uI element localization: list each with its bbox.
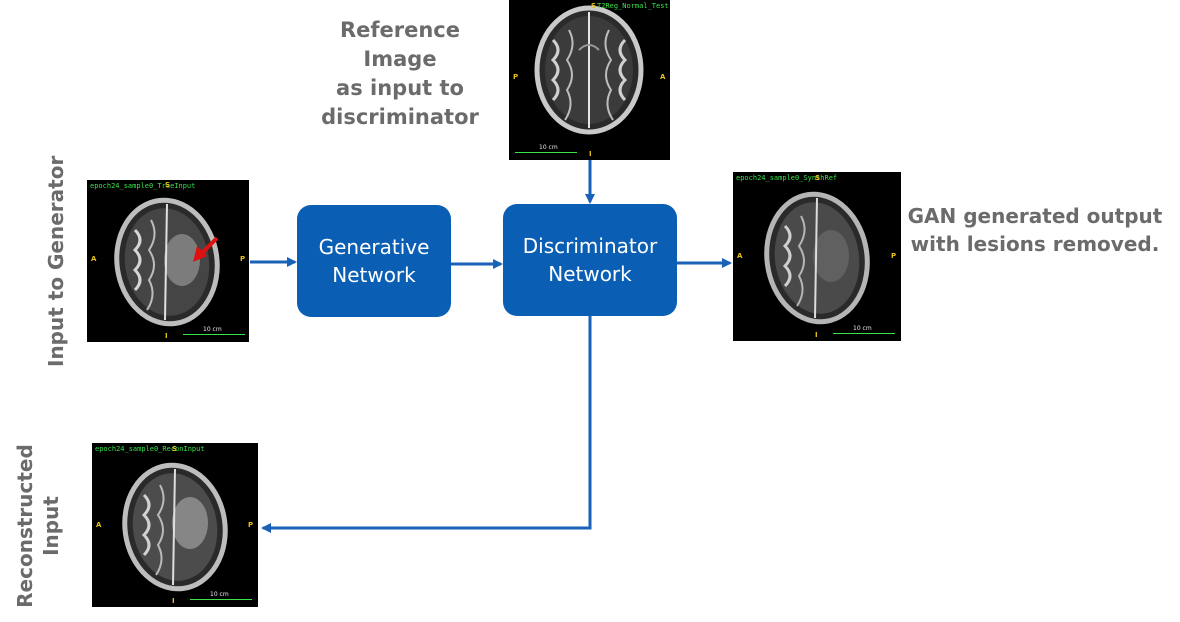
gan-label-line: with lesions removed. [910,232,1160,256]
input-mri-image: epoch24_sample0_TrueInput S A P I 10 cm [87,180,249,342]
orientation-top: S [165,181,171,189]
orientation-right: P [248,521,254,529]
generative-network-node: Generative Network [297,205,451,317]
reconstructed-mri-image: epoch24_sample0_ReconInput S A P I 10 cm [92,443,258,607]
brain-scan-graphic [114,197,220,327]
orientation-bottom: I [172,597,175,605]
gan-label-line: GAN generated output [907,204,1163,228]
scale-label: 10 cm [203,326,222,333]
reference-label-line: discriminator [321,105,479,129]
input-to-generator-label: Input to Generator [44,155,68,367]
discriminator-node-line: Discriminator [522,234,658,258]
scale-label: 10 cm [853,325,872,332]
lesion-arrow-shaft [199,236,219,256]
scale-bar [515,152,577,153]
orientation-top: S [591,2,597,10]
reference-label-line: as input to [336,76,464,100]
lesion-arrow-icon [193,246,207,262]
orientation-left: A [96,521,102,529]
scale-bar [190,599,252,600]
orientation-top: S [172,445,178,453]
gan-output-mri-image: epoch24_sample0_SynthRef S A P I 10 cm [733,172,901,341]
image-caption: epoch24_sample0_SynthRef [736,174,838,182]
orientation-left: A [737,252,743,260]
reference-image-label: Reference Image as input to discriminato… [300,16,500,132]
arrow-discriminator-to-reconstructed [261,316,592,533]
discriminator-network-node: Discriminator Network [503,204,677,316]
discriminator-node-line: Network [548,262,632,286]
brain-scan-graphic [534,5,644,135]
orientation-top: S [815,174,821,182]
reconstructed-input-label: Reconstructed Input [12,436,64,616]
gan-output-label: GAN generated output with lesions remove… [895,202,1175,258]
scale-bar [183,334,245,335]
orientation-bottom: I [165,332,168,340]
orientation-bottom: I [589,150,592,158]
orientation-bottom: I [815,331,818,339]
reconstructed-label-line: Reconstructed [13,444,37,608]
image-caption: T2Reg_Normal_Test [597,2,669,10]
reference-mri-image: T2Reg_Normal_Test S P A I 10 cm [509,0,670,160]
generative-node-line: Network [332,263,416,287]
generative-node-line: Generative [318,235,430,259]
orientation-left: P [513,73,519,81]
orientation-right: P [240,255,246,263]
reconstructed-label-line: Input [39,496,63,556]
scale-bar [833,333,895,334]
reference-label-line: Reference Image [339,18,461,71]
orientation-right: A [660,73,666,81]
image-caption: epoch24_sample0_ReconInput [95,445,205,453]
orientation-right: P [891,252,897,260]
brain-scan-graphic [122,462,228,592]
scale-label: 10 cm [210,591,229,598]
scale-label: 10 cm [539,144,558,151]
brain-scan-graphic [764,191,870,325]
image-caption: epoch24_sample0_TrueInput [90,182,196,190]
orientation-left: A [91,255,97,263]
